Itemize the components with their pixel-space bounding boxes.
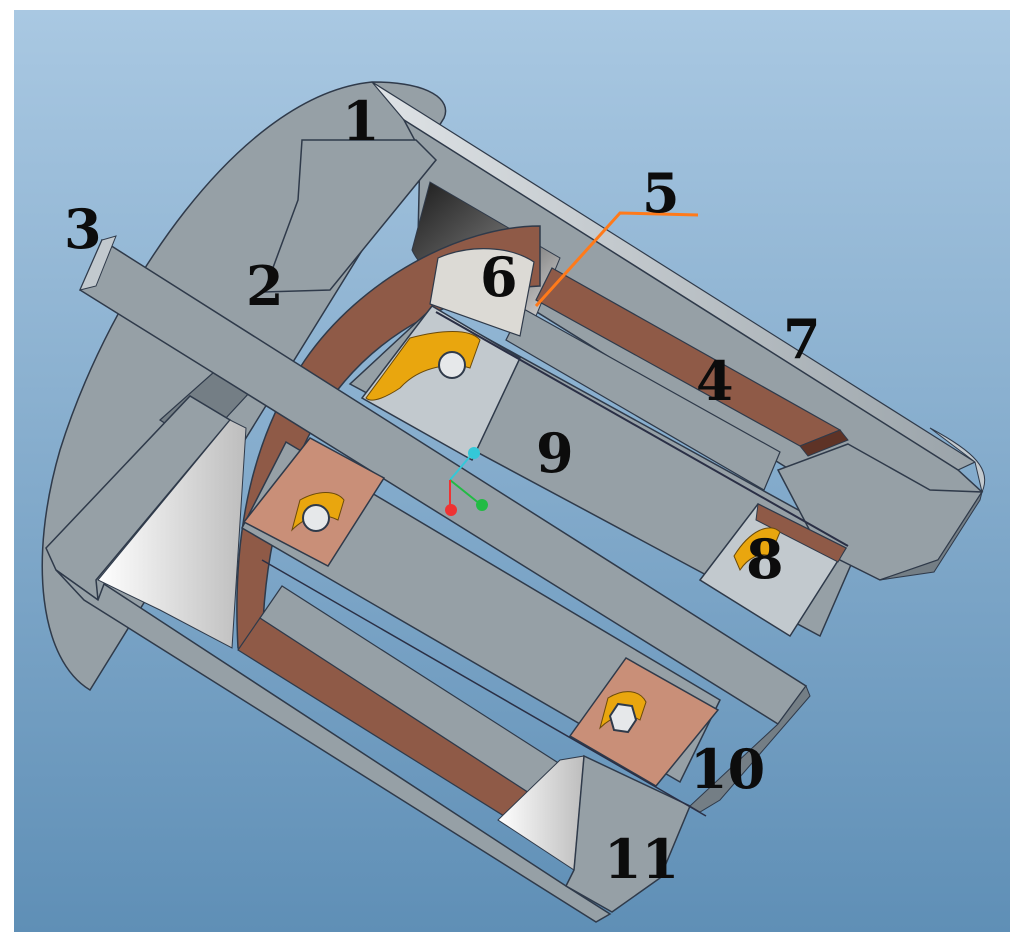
lower-right-magnet-pocket (568, 657, 720, 787)
magnet-insert-6 (429, 248, 535, 337)
lower-slot-line (261, 559, 707, 817)
label-10: 10 (690, 737, 765, 801)
label-8: 8 (746, 527, 784, 591)
lower-right-magnet-hole (608, 702, 638, 734)
housing-right-cap-face (879, 491, 983, 581)
label-5: 5 (642, 161, 680, 225)
upper-copper-strip-lip (799, 429, 849, 457)
label-1: 1 (342, 89, 380, 153)
lower-left-magnet-hole (302, 504, 330, 532)
shaft-slot-line (435, 311, 849, 547)
label-5-leader (534, 211, 699, 308)
label-3: 3 (64, 197, 102, 261)
coordinate-axes-icon (445, 447, 488, 516)
housing-left-block-top (262, 139, 438, 293)
label-7: 7 (783, 307, 821, 371)
upper-magnet-pocket (360, 305, 521, 462)
housing-lower-right-block (565, 754, 691, 913)
label-4: 4 (696, 349, 734, 413)
lower-left-cavity (97, 419, 247, 649)
label-2: 2 (246, 254, 284, 318)
label-9: 9 (536, 421, 574, 485)
shaft-bar-end (79, 235, 117, 291)
housing-bottom-strip (55, 569, 612, 923)
label-11: 11 (604, 827, 679, 891)
right-magnet-copper (755, 503, 847, 563)
upper-magnet-hole (438, 351, 466, 379)
label-6: 6 (480, 245, 518, 309)
right-magnet-gold (733, 527, 781, 572)
